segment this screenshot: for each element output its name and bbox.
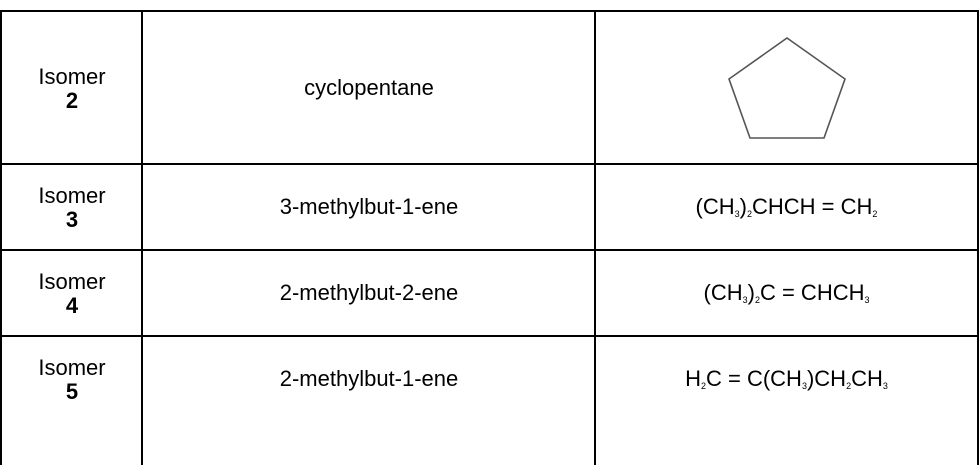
cyclopentane-pentagon-icon	[727, 37, 846, 139]
formula-subscript: 3	[864, 295, 870, 305]
formula-subscript: 2	[747, 209, 753, 219]
compound-name-cell: 2-methylbut-1-ene	[143, 337, 595, 421]
formula-subscript: 2	[754, 295, 760, 305]
compound-name-cell: 3-methylbut-1-ene	[143, 165, 595, 249]
formula-cell: (CH3)2CHCH = CH2	[596, 165, 977, 249]
formula-text: )	[747, 280, 755, 305]
isomer-word: Isomer	[38, 63, 106, 89]
row-divider	[0, 249, 979, 251]
isomer-label: Isomer 2	[38, 63, 106, 113]
formula-text: CH	[851, 366, 883, 391]
structure-cell	[596, 12, 977, 163]
row-divider	[0, 163, 979, 165]
isomer-label: Isomer 4	[38, 270, 105, 318]
formula-subscript: 2	[872, 209, 878, 219]
formula-text: )	[739, 194, 747, 219]
formula-subscript: 2	[700, 381, 706, 391]
formula-subscript: 3	[734, 209, 740, 219]
table-right-border	[977, 10, 979, 465]
condensed-formula: (CH3)2CHCH = CH2	[696, 194, 878, 220]
formula-subscript: 3	[742, 295, 748, 305]
compound-name: 3-methylbut-1-ene	[279, 194, 459, 219]
formula-text: (CH	[703, 280, 743, 305]
formula-text: )CH	[806, 366, 847, 391]
isomer-label-cell: Isomer 5	[2, 337, 142, 421]
isomer-number: 3	[65, 207, 79, 232]
isomer-label-cell: Isomer 4	[2, 251, 142, 335]
isomer-word: Isomer	[38, 355, 106, 380]
formula-cell: (CH3)2C = CHCH3	[596, 251, 977, 335]
isomer-word: Isomer	[38, 183, 106, 208]
table-left-border	[0, 10, 2, 465]
isomer-label-cell: Isomer 3	[2, 165, 142, 249]
column-divider	[594, 10, 596, 465]
condensed-formula: (CH3)2C = CHCH3	[704, 280, 870, 306]
isomer-label: Isomer 5	[38, 356, 105, 404]
isomer-label-cell: Isomer 2	[2, 12, 142, 163]
compound-name: 2-methylbut-2-ene	[279, 280, 459, 305]
isomer-number: 4	[65, 293, 79, 318]
formula-text: C = C(CH	[706, 366, 802, 391]
compound-name-cell: cyclopentane	[143, 12, 595, 163]
formula-cell: H2C = C(CH3)CH2CH3	[596, 337, 977, 421]
formula-text: (CH	[695, 194, 735, 219]
formula-text: H	[685, 366, 701, 391]
row-divider	[0, 335, 979, 337]
compound-name: cyclopentane	[304, 74, 434, 100]
isomer-word: Isomer	[38, 269, 106, 294]
table-row: Isomer 2 cyclopentane	[0, 12, 979, 163]
isomer-label: Isomer 3	[38, 184, 105, 232]
formula-text: CHCH = CH	[752, 194, 873, 219]
table-top-border	[0, 10, 979, 12]
isomer-number: 5	[65, 379, 79, 404]
compound-name-cell: 2-methylbut-2-ene	[143, 251, 595, 335]
formula-subscript: 3	[882, 381, 888, 391]
table-row: Isomer 5 2-methylbut-1-ene H2C = C(CH3)C…	[0, 337, 979, 465]
isomer-number: 2	[65, 87, 79, 113]
column-divider	[141, 10, 143, 465]
condensed-formula: H2C = C(CH3)CH2CH3	[685, 366, 888, 392]
table-row: Isomer 3 3-methylbut-1-ene (CH3)2CHCH = …	[0, 165, 979, 249]
formula-text: C = CHCH	[759, 280, 865, 305]
compound-name: 2-methylbut-1-ene	[279, 366, 459, 391]
formula-subscript: 2	[846, 381, 852, 391]
formula-subscript: 3	[801, 381, 807, 391]
table-row: Isomer 4 2-methylbut-2-ene (CH3)2C = CHC…	[0, 251, 979, 335]
